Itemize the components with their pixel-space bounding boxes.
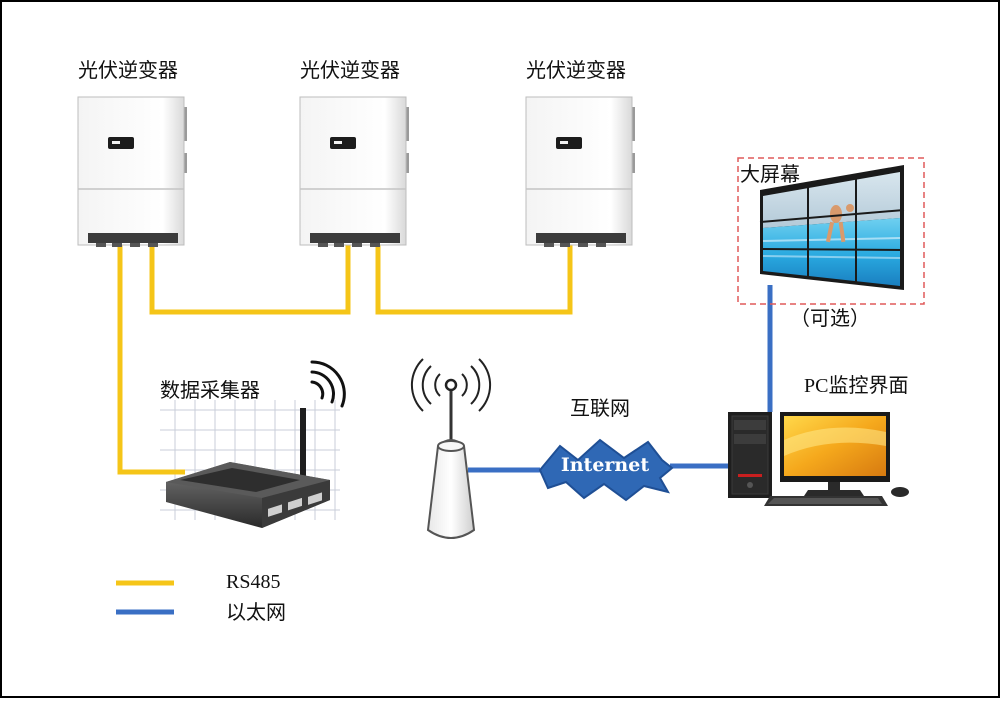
internet-label: 互联网 [570,396,630,420]
internet-cloud-icon: Internet [538,438,674,502]
legend-rs485-label: RS485 [226,571,281,593]
internet-cloud-label: Internet [561,454,649,476]
rs485-line-inv2-inv3 [375,243,573,315]
rs485-wiring [117,243,573,475]
datalogger-router-icon [166,360,346,528]
big-screen-icon [737,157,925,305]
inverter-3-icon [525,96,635,247]
rs485-line-logger [117,243,185,475]
inverter-1-icon [77,96,187,247]
optional-dashed-box [737,157,925,305]
antenna-tower-icon [410,358,492,539]
pc-computer-icon [728,412,909,506]
radio-wave-icon [410,358,492,412]
inverter-3-label: 光伏逆变器 [526,58,626,82]
legend-ethernet-label: 以太网 [226,600,286,624]
pc-monitor-label: PC监控界面 [804,375,909,397]
optional-note: （可选） [790,306,870,330]
ethernet-wiring [468,285,773,473]
wifi-signal-icon [310,360,346,408]
datalogger-label: 数据采集器 [160,378,260,402]
inverter-2-icon [299,96,409,247]
inverter-2-label: 光伏逆变器 [300,58,400,82]
big-screen-label: 大屏幕 [740,162,800,186]
inverter-1-label: 光伏逆变器 [78,58,178,82]
rs485-line-inv1-inv2 [149,243,351,315]
